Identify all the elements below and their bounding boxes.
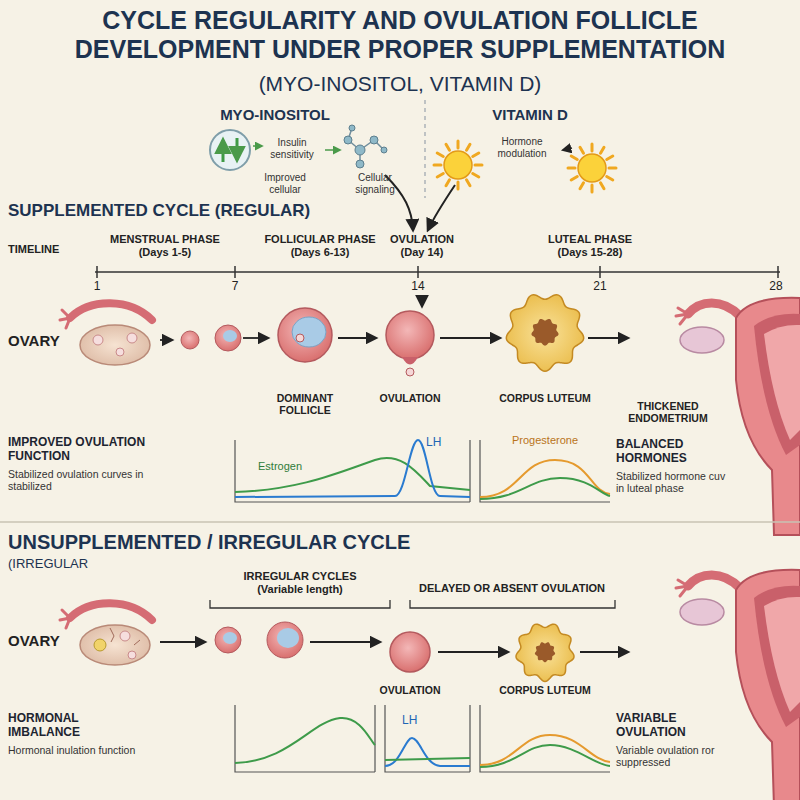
phase-label: FOLLICULAR PHASE (Days 6-13)	[263, 233, 378, 258]
stage-label: CORPUS LUTEUM	[495, 684, 595, 696]
curve-label: Estrogen	[258, 460, 302, 473]
diagram-title: CYCLE REGULARITY AND OVULATION FOLLICLE …	[15, 6, 785, 64]
note: Cellular signaling	[340, 172, 410, 195]
bracket-label: DELAYED OR ABSENT OVULATION	[402, 582, 622, 595]
chart-panel: LH	[388, 704, 468, 768]
row-label: OVARY	[8, 632, 68, 649]
chart-panel: Progesterone	[484, 434, 608, 500]
axis-title: TIMELINE	[8, 243, 88, 256]
stage-label: THICKENED ENDOMETRIUM	[618, 400, 718, 424]
stage-label: OVULATION	[370, 684, 450, 696]
note: Improved cellular	[249, 172, 321, 195]
stage-label: DOMINANT FOLLICLE	[260, 392, 350, 416]
tick-label: 7	[223, 280, 247, 294]
phase-label: LUTEAL PHASE (Days 15-28)	[542, 233, 638, 258]
phase-label: MENSTRUAL PHASE (Days 1-5)	[110, 233, 220, 258]
tick-label: 21	[588, 280, 612, 294]
group-heading: VITAMIN D	[470, 106, 590, 123]
section-heading: SUPPLEMENTED CYCLE (REGULAR)	[8, 201, 428, 221]
corpus-luteum	[506, 295, 583, 371]
panel-note: Stabilized ovulation curves in stabilize…	[8, 468, 158, 492]
section-subheading: (IRREGULAR	[8, 557, 158, 572]
panel-note: Variable ovulation ror suppressed	[616, 744, 728, 768]
curve-label: LH	[402, 714, 417, 728]
subtitle: (MYO-INOSITOL, VITAMIN D)	[150, 72, 650, 96]
panel-heading: BALANCED HORMONES	[616, 438, 720, 466]
row-label: OVARY	[8, 332, 68, 349]
stage-label: OVULATION	[370, 392, 450, 404]
stage-label: CORPUS LUTEUM	[495, 392, 595, 404]
note: Insulin sensitivity	[257, 137, 327, 160]
panel-heading: HORMONAL IMBALANCE	[8, 712, 118, 740]
section-heading: UNSUPPLEMENTED / IRREGULAR CYCLE	[8, 531, 428, 554]
curve-label: Progesterone	[512, 434, 578, 447]
tick-label: 28	[764, 280, 788, 294]
phase-label: OVULATION (Day 14)	[384, 233, 460, 258]
group-heading: MYO-INOSITOL	[205, 106, 345, 123]
tick-label: 14	[406, 280, 430, 294]
corpus-luteum	[516, 624, 574, 681]
sun-icon	[568, 144, 616, 192]
chart-panel: Estrogen LH	[240, 436, 468, 500]
tick-label: 1	[85, 280, 109, 294]
bracket-label: IRREGULAR CYCLES (Variable length)	[225, 570, 375, 595]
panel-note: Stabilized hormone cuv in luteal phase	[616, 470, 728, 494]
note: Hormone modulation	[482, 136, 562, 159]
panel-heading: IMPROVED OVULATION FUNCTION	[8, 436, 158, 464]
panel-heading: VARIABLE OVULATION	[616, 712, 720, 740]
sun-icon	[434, 141, 482, 189]
curve-label: LH	[426, 436, 441, 450]
panel-note: Hormonal inulation function	[8, 744, 158, 756]
